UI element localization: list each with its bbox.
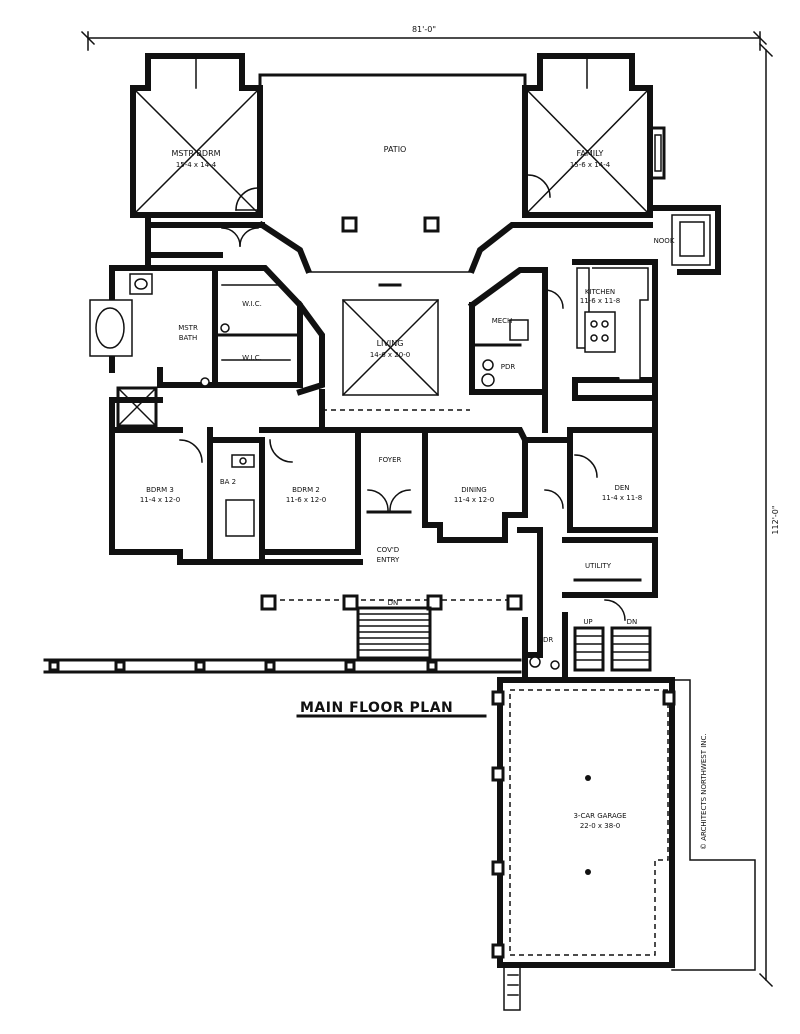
kitchen-label: KITCHEN [585,288,615,296]
mstr-bath-walls [89,265,325,428]
wic-upper-label: W.I.C. [242,300,262,308]
family-walls [522,53,666,218]
utility-label: UTILITY [585,562,612,570]
bedrooms-walls [109,427,363,565]
overall-width-label: 81'-0" [412,25,436,34]
den-label: DEN [614,484,629,492]
kitchen-walls [572,259,658,401]
bdrm2-size: 11-6 x 12-0 [286,496,326,504]
mstr-bath-label-2: BATH [179,334,198,342]
family-size: 15-6 x 14-4 [570,161,611,169]
bdrm3-size: 11-4 x 12-0 [140,496,180,504]
patio-outline [258,73,527,233]
living-walls [322,283,470,411]
garage-walls [491,677,756,1011]
covd-entry-label: COV'D [377,546,399,554]
utility-walls [517,527,658,683]
living-label: LIVING [377,339,404,348]
covd-entry-label-2: ENTRY [377,556,400,564]
dimension-lines [80,30,774,988]
pdr-lower-label: PDR [539,636,554,644]
foyer-dining-walls [366,427,564,543]
foyer-label: FOYER [379,456,402,464]
den-walls [567,427,658,533]
garage-size: 22-0 x 38-0 [580,822,620,830]
stair-up-label: UP [583,618,592,626]
gallery-walls [145,220,658,274]
ba2-label: BA 2 [220,478,236,486]
covd-entry-outline [260,594,523,660]
mech-label: MECH [492,317,513,325]
front-deck-rail [43,658,522,674]
patio-label: PATIO [384,145,407,154]
entry-stair-dn-label: DN [388,599,399,607]
mstr-bdrm-walls [130,53,263,218]
dining-label: DINING [461,486,486,494]
nook-walls [647,205,721,275]
bdrm3-label: BDRM 3 [146,486,174,494]
overall-depth-label: 112'-0" [771,505,780,534]
mech-walls [467,267,564,395]
den-size: 11-4 x 11-8 [602,494,642,502]
mstr-bdrm-label: MSTR BDRM [171,149,220,158]
dining-size: 11-4 x 12-0 [454,496,494,504]
wic-lower-label: W.I.C. [242,354,262,362]
garage-label: 3-CAR GARAGE [573,812,626,820]
stair-dn-label: DN [627,618,638,626]
bdrm2-label: BDRM 2 [292,486,320,494]
pdr-upper-label: PDR [501,363,516,371]
kitchen-size: 11-6 x 11-8 [580,297,620,305]
living-size: 14-6 x 20-0 [370,351,410,359]
mstr-bath-label: MSTR [178,324,198,332]
outer-walls-left [109,212,658,443]
credit-label: © ARCHITECTS NORTHWEST INC. [700,733,708,850]
nook-label: NOOK [654,237,675,245]
family-label: FAMILY [577,149,604,158]
plan-title: MAIN FLOOR PLAN [300,700,453,716]
mstr-bdrm-size: 15-4 x 14-4 [176,161,217,169]
